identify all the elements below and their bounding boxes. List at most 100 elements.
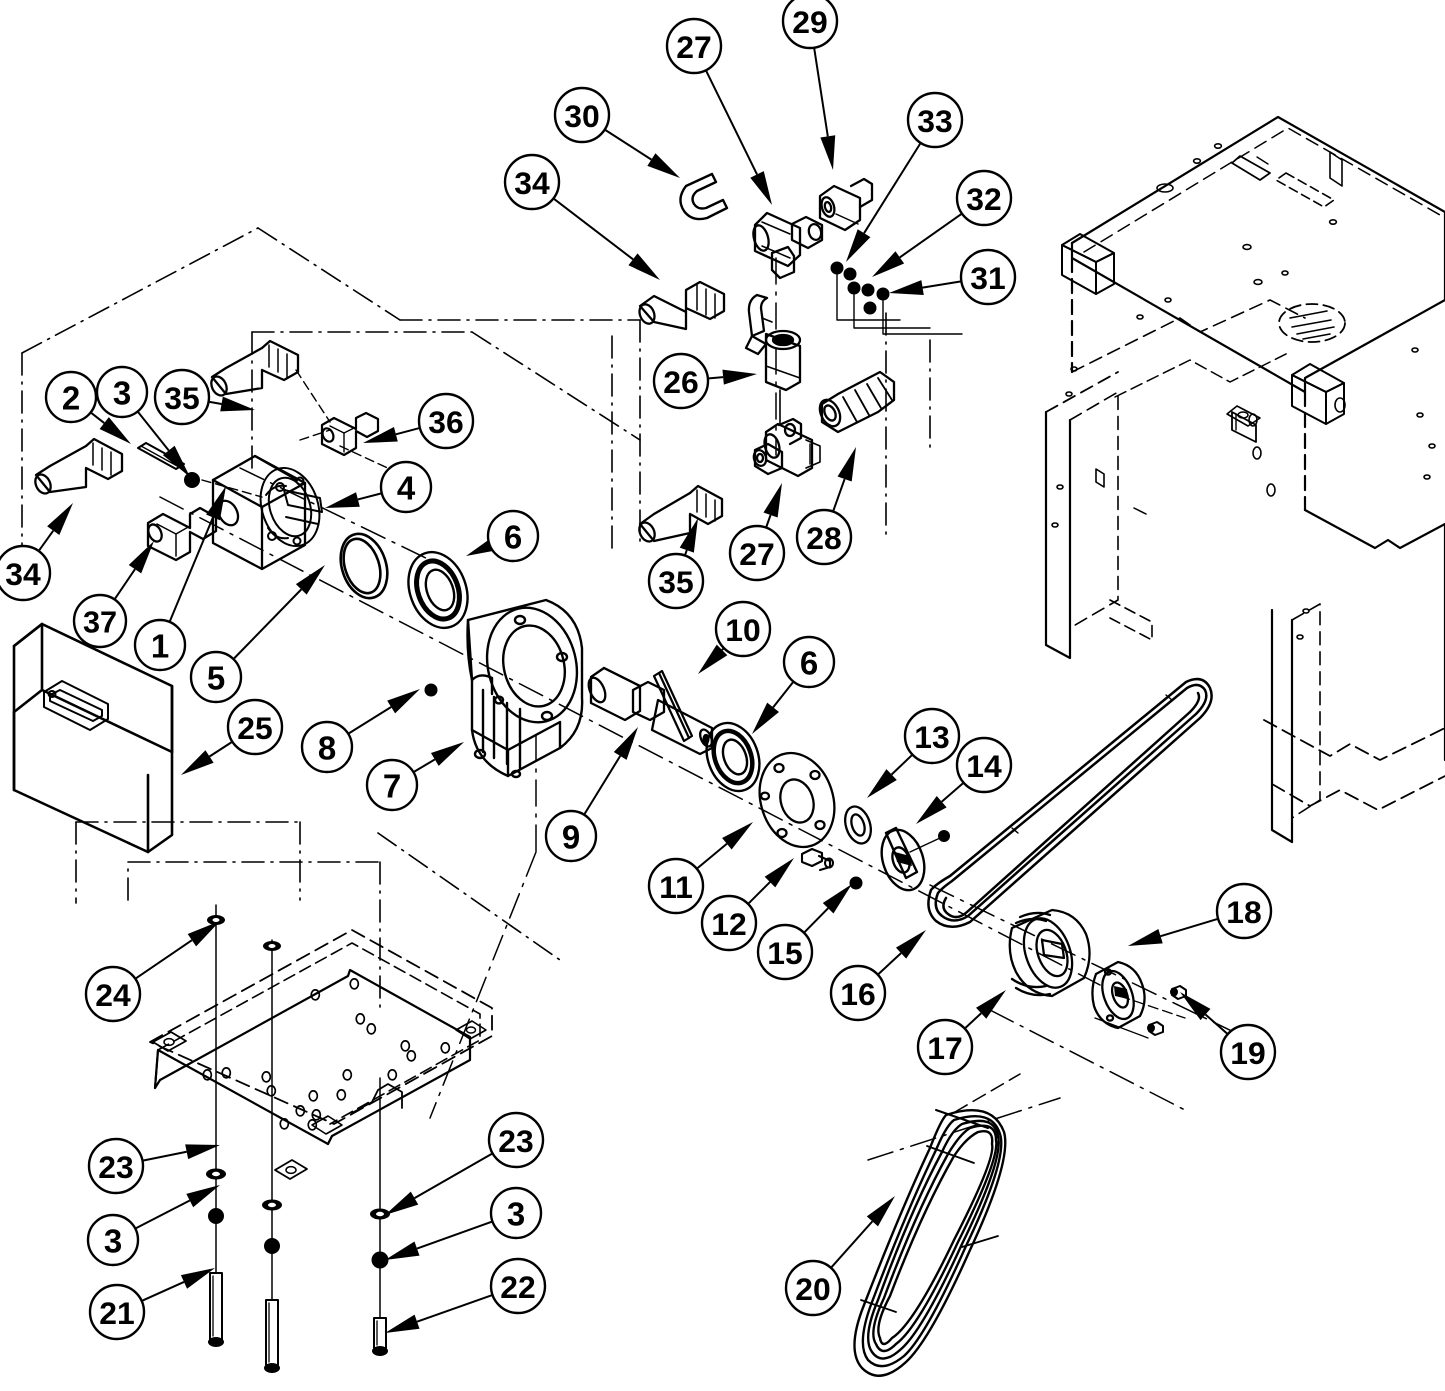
balloon-circle[interactable] [365,758,419,812]
balloon-circle[interactable] [0,544,52,602]
balloon-circle[interactable] [489,1186,543,1240]
tee-fitting-part-27-top [752,211,824,280]
balloon-circle[interactable] [756,923,814,981]
callout-balloon-13[interactable]: 13 [867,707,961,798]
callout-balloon-24[interactable]: 24 [84,921,220,1023]
callout-balloon-6[interactable]: 6 [466,509,540,563]
leader-line [135,939,193,980]
balloon-circle[interactable] [544,809,598,863]
balloon-circle[interactable] [714,600,772,658]
callout-balloon-27[interactable]: 27 [728,483,786,582]
balloon-circle[interactable] [652,352,710,410]
balloon-circle[interactable] [959,248,1017,306]
balloon-circle[interactable] [795,508,853,566]
callout-balloon-30[interactable]: 30 [553,86,680,178]
callout-balloon-35[interactable]: 35 [647,518,705,610]
callout-balloon-20[interactable]: 20 [784,1196,895,1317]
callout-balloon-23[interactable]: 23 [87,1137,220,1195]
o-rings-31-32-33 [830,261,890,315]
balloon-circle[interactable] [955,736,1013,794]
balloon-circle[interactable] [647,552,705,610]
callout-balloon-34[interactable]: 34 [503,153,660,280]
balloon-circle[interactable] [829,964,887,1022]
callout-balloon-16[interactable]: 16 [829,930,926,1022]
callout-balloon-10[interactable]: 10 [698,600,772,674]
balloon-circle[interactable] [916,1018,974,1076]
callout-balloon-6[interactable]: 6 [752,635,836,734]
callout-balloon-9[interactable]: 9 [544,727,638,863]
balloon-circle[interactable] [379,460,433,514]
balloon-circle[interactable] [553,86,611,144]
balloon-circle[interactable] [417,392,475,450]
callout-balloon-14[interactable]: 14 [916,736,1013,824]
callout-balloon-2[interactable]: 2 [44,370,131,444]
callout-balloon-36[interactable]: 36 [363,392,475,450]
callout-balloon-7[interactable]: 7 [365,742,464,812]
callout-balloon-21[interactable]: 21 [88,1268,215,1341]
balloon-circle[interactable] [189,650,243,704]
callout-balloon-29[interactable]: 29 [781,0,839,170]
balloon-circle[interactable] [647,857,705,915]
callout-balloon-8[interactable]: 8 [300,689,420,774]
leader-arrowhead [363,427,398,443]
balloon-circle[interactable] [1219,1023,1277,1081]
balloon-circle[interactable] [784,1259,842,1317]
callout-balloon-5[interactable]: 5 [189,565,325,704]
callout-balloon-35[interactable]: 35 [153,368,255,426]
callout-balloon-18[interactable]: 18 [1128,882,1273,946]
callout-balloon-23[interactable]: 23 [385,1111,545,1215]
balloon-circle[interactable] [226,698,284,756]
callout-balloon-31[interactable]: 31 [889,248,1017,306]
balloon-circle[interactable] [72,593,128,649]
balloon-circle[interactable] [44,370,98,424]
balloon-circle[interactable] [955,169,1013,227]
balloon-circle[interactable] [503,153,561,211]
balloon-circle[interactable] [489,1257,547,1315]
callout-balloon-3[interactable]: 3 [86,1185,220,1267]
balloon-circle[interactable] [781,0,839,50]
callout-balloon-19[interactable]: 19 [1180,992,1277,1081]
balloon-number: 9 [562,819,580,856]
grooved-pulley-part-17 [1008,908,1091,998]
callout-balloon-34[interactable]: 34 [0,503,73,602]
leader-arrowhead [99,417,131,444]
callout-balloon-37[interactable]: 37 [72,541,154,649]
housing-fastener-part-8 [424,683,438,697]
serpentine-belt-part-20 [853,1109,1007,1377]
callout-balloon-22[interactable]: 22 [385,1257,547,1333]
callout-balloon-28[interactable]: 28 [795,447,856,566]
balloon-circle[interactable] [906,91,964,149]
callout-balloon-11[interactable]: 11 [647,822,753,915]
balloon-circle[interactable] [487,1111,545,1169]
balloon-circle[interactable] [1215,882,1273,940]
shaft-key-part-10 [652,669,694,743]
callout-balloon-3[interactable]: 3 [95,365,190,477]
balloon-circle[interactable] [486,509,540,563]
balloon-circle[interactable] [87,1137,145,1195]
balloon-circle[interactable] [95,365,149,419]
callout-balloon-25[interactable]: 25 [181,698,284,775]
callout-balloon-26[interactable]: 26 [652,352,757,410]
balloon-circle[interactable] [782,635,836,689]
callout-balloon-15[interactable]: 15 [756,884,852,981]
balloon-circle[interactable] [665,17,723,75]
callout-balloon-17[interactable]: 17 [916,990,1006,1076]
callout-balloon-4[interactable]: 4 [325,460,433,514]
callout-balloon-33[interactable]: 33 [846,91,964,262]
callout-balloon-32[interactable]: 32 [872,169,1013,277]
callout-balloon-1[interactable]: 1 [133,486,226,672]
balloon-circle[interactable] [88,1283,146,1341]
balloon-circle[interactable] [903,707,961,765]
callout-balloon-3[interactable]: 3 [385,1186,543,1260]
callout-balloon-27[interactable]: 27 [665,17,772,205]
balloon-circle[interactable] [133,618,187,672]
balloon-circle[interactable] [153,368,211,426]
balloon-circle[interactable] [84,965,142,1023]
balloon-circle[interactable] [728,524,786,582]
drive-pulley-small-part-14 [880,826,926,892]
balloon-circle[interactable] [86,1213,140,1267]
leader-arrowhead [186,1185,220,1208]
balloon-circle[interactable] [300,720,354,774]
balloon-circle[interactable] [700,894,758,952]
callout-balloon-12[interactable]: 12 [700,858,794,952]
